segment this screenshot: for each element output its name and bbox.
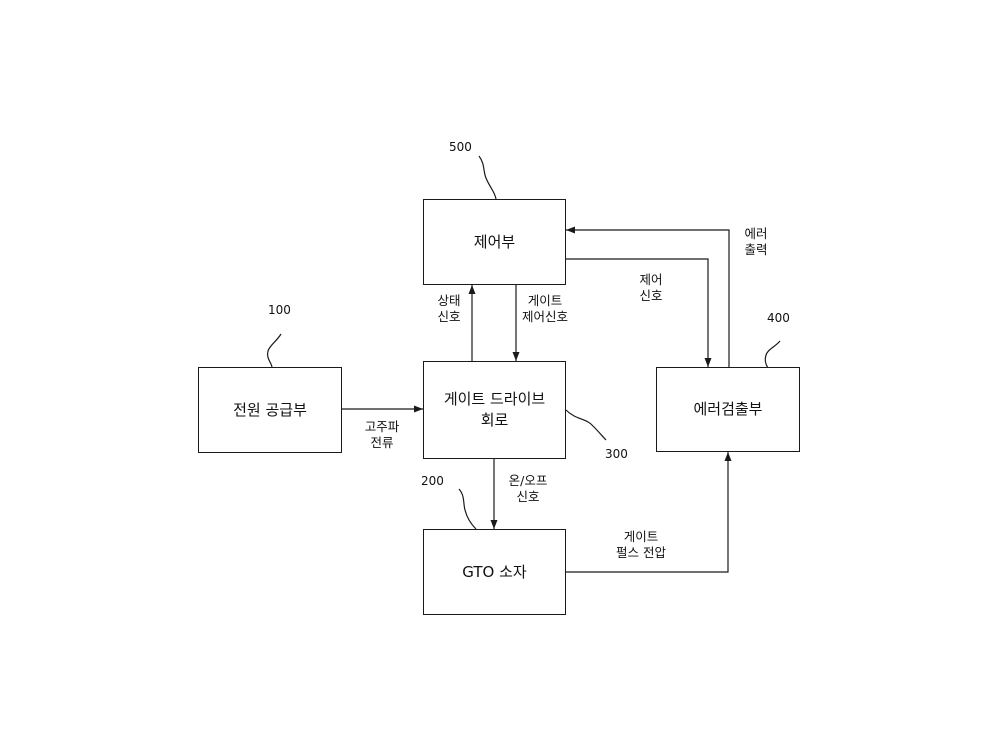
gto-device-label: GTO 소자 — [462, 562, 526, 583]
error-detect-label: 에러검출부 — [693, 399, 762, 420]
leader-500 — [479, 156, 496, 199]
ref-number-500: 500 — [449, 140, 472, 154]
control-signal-label: 제어 신호 — [630, 272, 672, 304]
error-output-label: 에러 출력 — [735, 226, 777, 258]
on-off-signal-label: 온/오프 신호 — [498, 473, 558, 505]
gto-device-block: GTO 소자 — [423, 529, 566, 615]
gate-control-signal-label: 게이트 제어신호 — [514, 293, 576, 325]
gate-drive-block: 게이트 드라이브 회로 — [423, 361, 566, 459]
control-unit-label: 제어부 — [474, 232, 515, 253]
gate-pulse-voltage-label: 게이트 펄스 전압 — [605, 529, 677, 561]
ref-number-300: 300 — [605, 447, 628, 461]
state-signal-label: 상태 신호 — [426, 293, 472, 325]
ref-number-200: 200 — [421, 474, 444, 488]
control-unit-block: 제어부 — [423, 199, 566, 285]
leader-300 — [566, 410, 606, 440]
error-detect-block: 에러검출부 — [656, 367, 800, 452]
ref-number-400: 400 — [767, 311, 790, 325]
leader-100 — [268, 334, 281, 367]
leader-400 — [765, 341, 780, 368]
gate-drive-label-line2: 회로 — [481, 410, 509, 431]
leader-200 — [459, 489, 476, 529]
high-frequency-current-label: 고주파 전류 — [354, 419, 410, 451]
power-supply-block: 전원 공급부 — [198, 367, 342, 453]
gate-drive-label-line1: 게이트 드라이브 — [444, 389, 545, 410]
ref-number-100: 100 — [268, 303, 291, 317]
power-supply-label: 전원 공급부 — [233, 400, 307, 421]
